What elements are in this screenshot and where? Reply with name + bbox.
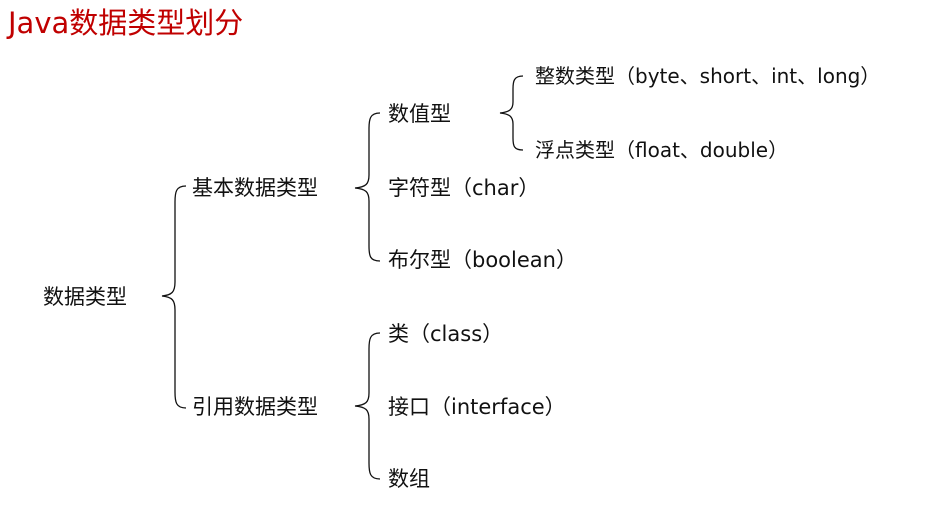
primitive-types-node: 基本数据类型: [192, 176, 318, 200]
integer-type-node: 整数类型（byte、short、int、long）: [535, 64, 881, 88]
primitive-brace: [354, 112, 381, 262]
root-node: 数据类型: [43, 285, 127, 309]
char-type-node: 字符型（char）: [388, 176, 540, 200]
class-type-node: 类（class）: [388, 322, 504, 346]
float-type-node: 浮点类型（float、double）: [535, 138, 789, 162]
reference-brace: [354, 332, 381, 480]
array-type-node: 数组: [388, 467, 430, 491]
root-brace: [161, 185, 187, 409]
numeric-type-node: 数值型: [388, 102, 451, 126]
page-title: Java数据类型划分: [8, 6, 244, 40]
boolean-type-node: 布尔型（boolean）: [388, 248, 577, 272]
interface-type-node: 接口（interface）: [388, 395, 566, 419]
numeric-brace: [499, 75, 524, 151]
reference-types-node: 引用数据类型: [192, 395, 318, 419]
